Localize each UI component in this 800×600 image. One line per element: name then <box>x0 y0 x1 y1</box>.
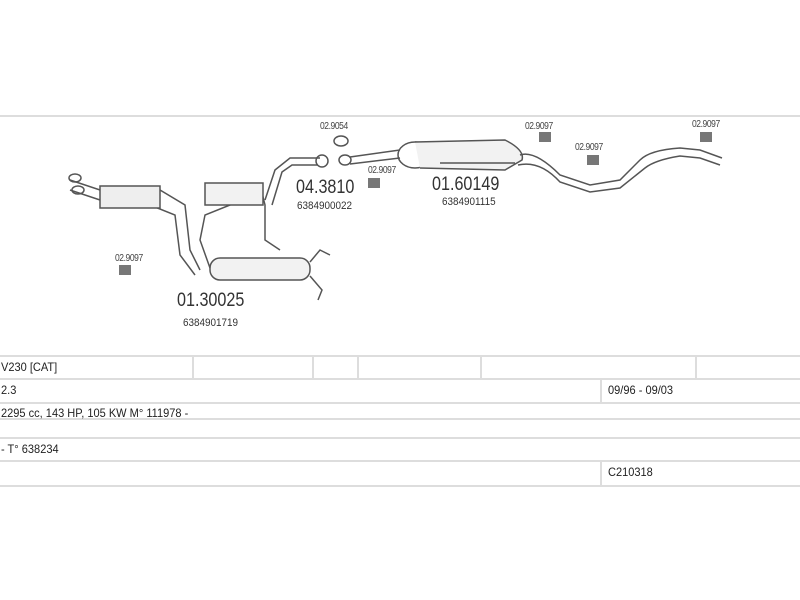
hanger-icon <box>587 155 599 165</box>
catalytic-converter <box>99 185 161 209</box>
part-number[interactable]: 04.3810 <box>296 177 355 198</box>
part-label: 02.9097 <box>692 119 720 130</box>
part-label: 02.9054 <box>320 121 348 132</box>
front-muffler <box>209 257 311 281</box>
part-label: 02.9097 <box>525 121 553 132</box>
part-label: 02.9097 <box>575 142 603 153</box>
production-years: 09/96 - 09/03 <box>608 383 674 397</box>
part-label: 02.9097 <box>368 165 396 176</box>
resonator <box>204 182 264 206</box>
system-code: C210318 <box>608 465 653 479</box>
part-label: 02.9097 <box>115 253 143 264</box>
hanger-icon <box>119 265 131 275</box>
engine-specs: 2295 cc, 143 HP, 105 KW M° 111978 - <box>1 406 189 420</box>
exhaust-drawing <box>68 132 723 301</box>
oem-number: 6384900022 <box>297 200 353 212</box>
part-number[interactable]: 01.30025 <box>177 290 245 311</box>
vehicle-model: V230 [CAT] <box>1 360 58 374</box>
oem-number: 6384901115 <box>442 196 496 208</box>
part-number[interactable]: 01.60149 <box>432 174 500 195</box>
oem-number: 6384901719 <box>183 317 239 329</box>
hanger-icon <box>539 132 551 142</box>
engine-size: 2.3 <box>1 383 17 397</box>
top-divider <box>0 115 800 117</box>
chassis-number: - T° 638234 <box>1 442 59 456</box>
clamp-ring <box>333 135 349 147</box>
hanger-icon <box>368 178 380 188</box>
hanger-icon <box>700 132 712 142</box>
